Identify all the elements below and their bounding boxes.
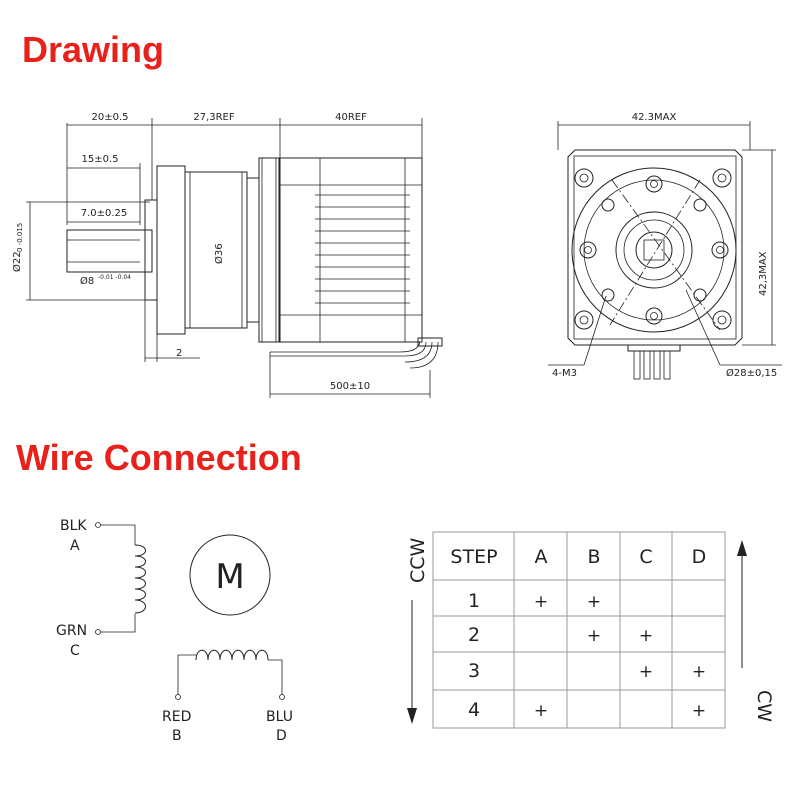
table-header: STEP [450, 546, 497, 568]
corner-holes [574, 168, 732, 330]
dim-shaft-length: 20±0.5 [91, 112, 128, 123]
dim-gearbox-length: 27,3REF [193, 112, 235, 123]
table-cell: + [639, 626, 653, 646]
arrow-up-icon [737, 540, 747, 556]
wire-label-a: A [70, 538, 80, 554]
table-header: C [639, 546, 652, 568]
coil-b-d [195, 649, 269, 661]
dim-flat-depth: 7.0±0.25 [81, 208, 128, 219]
table-step-number: 3 [468, 660, 480, 682]
front-view: 42.3MAX 42,3MAX [548, 112, 782, 380]
motor-fins [315, 158, 410, 342]
table-header: A [535, 546, 548, 568]
dim-lead-length: 500±10 [330, 381, 370, 392]
side-view: 20±0.5 27,3REF 40REF 15±0.5 7.0±0.25 Ø22… [11, 112, 443, 398]
dim-shaft-small-diameter: Ø8 [80, 275, 94, 287]
table-header: B [587, 546, 600, 568]
table-cell: + [534, 592, 548, 612]
direction-cw-label: CW [753, 690, 775, 722]
dim-boss-diameter: Ø28±0,15 [726, 367, 777, 379]
dim-flange: 2 [176, 348, 182, 359]
table-cell: + [534, 701, 548, 721]
step-sequence-table: CCW CW STEP A B C D 1 + +2 + +3 + +4 + + [407, 531, 775, 729]
bolt-holes [579, 175, 729, 325]
table-header: D [692, 546, 707, 568]
wire-label-grn: GRN [56, 623, 87, 639]
wiring-diagram: BLK A GRN C M RED B BLU D [56, 518, 293, 744]
motor-symbol [189, 534, 271, 616]
table-cell: + [639, 662, 653, 682]
dim-mounting-holes: 4-M3 [552, 368, 577, 379]
wire-label-c: C [70, 643, 80, 659]
table-cell: + [692, 701, 706, 721]
table-cell: + [587, 592, 601, 612]
dim-shaft-small-tol: -0.01 -0.04 [98, 274, 131, 281]
wire-label-d: D [276, 728, 287, 744]
table-step-number: 1 [468, 590, 480, 612]
dim-flat-length: 15±0.5 [81, 154, 118, 165]
dim-gearbox-diameter: Ø36 [213, 243, 225, 264]
section-title-drawing: Drawing [22, 29, 165, 70]
connector-pins [633, 350, 671, 380]
wire-label-red: RED [162, 709, 191, 725]
table-step-number: 2 [468, 624, 480, 646]
dim-shaft-diameter: Ø22 [11, 251, 23, 272]
table-cell: + [692, 662, 706, 682]
motor-symbol-label: M [215, 557, 244, 597]
coil-a-c [134, 544, 146, 614]
wire-label-blu: BLU [266, 709, 293, 725]
wire-label-b: B [172, 728, 182, 744]
wire-label-blk: BLK [60, 518, 87, 534]
direction-ccw-label: CCW [407, 537, 429, 583]
dim-front-width: 42.3MAX [632, 112, 677, 123]
dim-front-height: 42,3MAX [758, 251, 769, 296]
arrow-down-icon [407, 708, 417, 724]
section-title-wire-connection: Wire Connection [16, 437, 302, 478]
table-cell: + [587, 626, 601, 646]
table-step-number: 4 [468, 699, 480, 721]
dim-shaft-diameter-tolerance: 0 -0.015 [16, 223, 24, 252]
dim-motor-length: 40REF [335, 112, 367, 123]
